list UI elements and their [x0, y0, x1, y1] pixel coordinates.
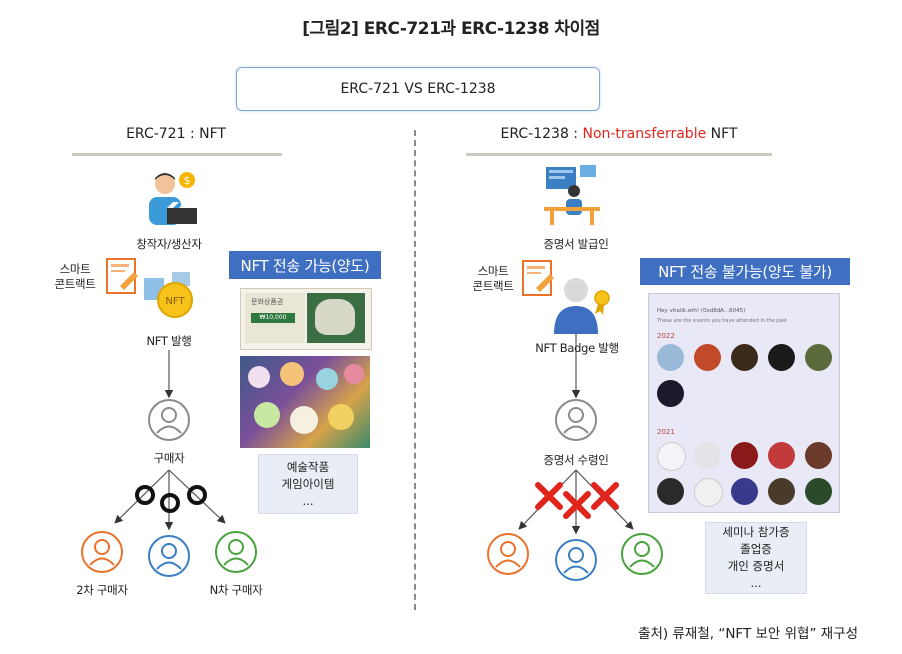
badge-2021-8 — [731, 478, 758, 505]
svg-text:$: $ — [184, 174, 191, 187]
panel-greeting: Hey vitalik.eth! (0xd8dA...6045) — [657, 308, 746, 314]
badge-2022-6 — [657, 380, 684, 407]
green-person-icon — [621, 533, 663, 575]
badge-2022-5 — [805, 344, 832, 371]
figure-title: [그림2] ERC-721과 ERC-1238 차이점 — [302, 19, 600, 39]
badge-2022-1 — [657, 344, 684, 371]
panel-year-2021: 2021 — [657, 428, 675, 436]
transfer-allowed-banner: NFT 전송 가능(양도) — [229, 251, 381, 279]
buyer-label: 구매자 — [153, 451, 185, 465]
transfer-ok-ring-1 — [135, 485, 155, 505]
badge-2021-5 — [805, 442, 832, 469]
left-fan-arrow-1 — [114, 469, 170, 524]
left-contract-document-icon — [106, 258, 138, 294]
left-fan-arrow-3 — [168, 469, 226, 524]
panel-subtitle: These are the events you have attended i… — [657, 318, 788, 324]
left-column-header: ERC-721 : NFT — [126, 126, 226, 142]
badge-2021-4 — [768, 442, 795, 469]
badge-2021-1 — [657, 442, 686, 471]
transfer-blocked-banner: NFT 전송 불가능(양도 불가) — [640, 258, 850, 285]
badge-2021-9 — [768, 478, 795, 505]
issuer-icon — [544, 165, 600, 225]
badge-2021-6 — [657, 478, 684, 505]
panel-year-2022: 2022 — [657, 332, 675, 340]
transfer-blocked-crosses — [535, 482, 619, 519]
badge-2021-3 — [731, 442, 758, 469]
badge-collection-panel: Hey vitalik.eth! (0xd8dA...6045) These a… — [648, 293, 840, 513]
badge-2021-10 — [805, 478, 832, 505]
recipient-label: 증명서 수령인 — [543, 453, 609, 467]
source-caption: 출처) 류재철, “NFT 보안 위협” 재구성 — [638, 626, 858, 642]
creator-label: 창작자/생산자 — [136, 237, 202, 251]
badge-2022-3 — [731, 344, 758, 371]
blue-buyer-icon — [148, 535, 190, 577]
orange-person-icon — [487, 533, 529, 575]
second-buyer-icon — [81, 531, 123, 573]
blue-person-icon — [555, 539, 597, 581]
buyer-icon — [148, 399, 190, 441]
nft-coin-icon: NFT — [144, 272, 193, 318]
badge-2021-2 — [694, 442, 721, 469]
recipient-icon — [555, 399, 597, 441]
badge-holder-icon — [554, 278, 610, 334]
column-divider — [414, 130, 416, 610]
right-examples-box: 세미나 참가증 졸업증 개인 증명서 ... — [705, 522, 807, 594]
left-header-rule — [72, 153, 282, 156]
issuer-label: 증명서 발급인 — [543, 237, 609, 251]
badge-2022-2 — [694, 344, 721, 371]
badge-2022-4 — [768, 344, 795, 371]
nth-buyer-label: N차 구매자 — [209, 583, 263, 597]
badge-2021-7 — [694, 478, 723, 507]
left-issue-label: NFT 발행 — [146, 334, 192, 348]
second-buyer-label: 2차 구매자 — [76, 583, 128, 597]
nft-artwork-collage — [240, 356, 370, 448]
right-header-rule — [466, 153, 772, 156]
comparison-label: ERC-721 VS ERC-1238 — [340, 81, 496, 97]
left-examples-box: 예술작품 게임아이템 ... — [258, 454, 358, 514]
comparison-box: ERC-721 VS ERC-1238 — [236, 67, 600, 111]
creator-icon: $ — [149, 172, 197, 225]
svg-text:NFT: NFT — [165, 296, 185, 307]
transfer-ok-ring-3 — [187, 485, 207, 505]
right-column-header: ERC-1238 : Non-transferrable NFT — [500, 126, 738, 142]
gift-ticket-image: 문화상품권 ₩10,000 — [240, 288, 372, 350]
transfer-ok-ring-2 — [160, 493, 180, 513]
badge-issue-label: NFT Badge 발행 — [535, 341, 619, 355]
right-contract-document-icon — [522, 260, 554, 296]
nth-buyer-icon — [215, 531, 257, 573]
